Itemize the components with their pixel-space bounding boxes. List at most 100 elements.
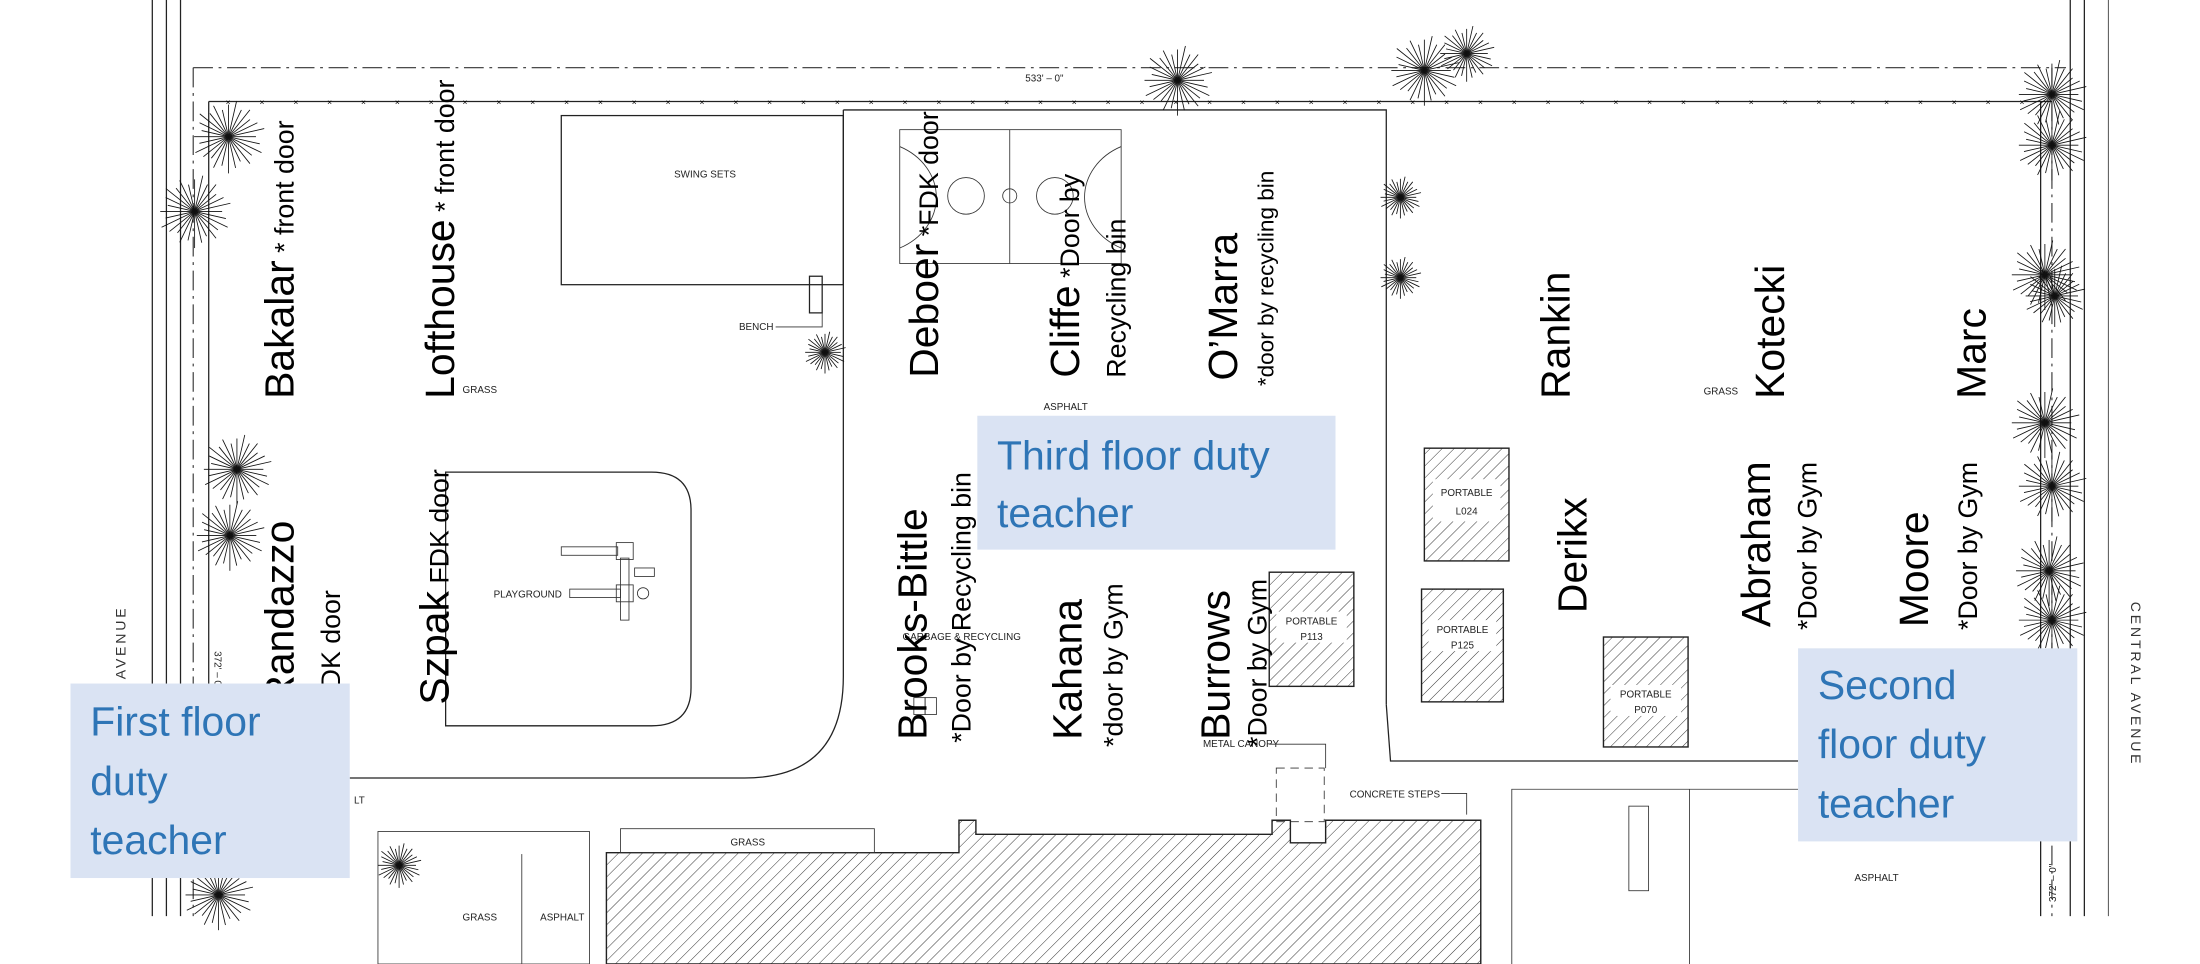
portable-label: PORTABLE bbox=[1437, 625, 1489, 636]
fence-post-mark: × bbox=[1816, 97, 1821, 107]
fence-post-mark: × bbox=[733, 97, 738, 107]
portable-label: PORTABLE bbox=[1441, 488, 1493, 499]
fence-post-mark: × bbox=[361, 97, 366, 107]
teacher-abraham: Abraham bbox=[1733, 461, 1779, 627]
tree-icon bbox=[1380, 176, 1422, 219]
callout-line: duty bbox=[90, 758, 168, 804]
label-asphalt-3: ASPHALT bbox=[1854, 873, 1898, 884]
fence-post-mark: × bbox=[970, 97, 975, 107]
asphalt-boundary bbox=[843, 109, 1387, 705]
tree-icon bbox=[2018, 110, 2087, 181]
tree-icon bbox=[2011, 388, 2080, 459]
fence-post-mark: × bbox=[936, 97, 941, 107]
label-grass-2: GRASS bbox=[731, 838, 766, 849]
fence-post-mark: × bbox=[226, 97, 231, 107]
teacher-randazzo: Randazzo bbox=[256, 521, 302, 705]
fence-post-mark: × bbox=[666, 97, 671, 107]
teacher-cliffe-note: Recycling bin bbox=[1101, 219, 1131, 378]
tree-icon bbox=[194, 100, 265, 174]
portable-id: P070 bbox=[1634, 705, 1658, 716]
fence-post-mark: × bbox=[1986, 97, 1991, 107]
portable-id: P125 bbox=[1451, 640, 1475, 651]
fence-post-mark: × bbox=[429, 97, 434, 107]
play-structure bbox=[560, 542, 655, 621]
portable-p070: PORTABLE P070 bbox=[1602, 636, 1689, 748]
tree-icon bbox=[2018, 59, 2087, 130]
tree-icon bbox=[2018, 451, 2087, 522]
fence-post-mark: × bbox=[2019, 97, 2024, 107]
tree-icon bbox=[1391, 36, 1459, 106]
teacher-brooks-bittle: Brooks-Bittle bbox=[890, 508, 936, 740]
teacher-derikx: Derikx bbox=[1550, 497, 1596, 613]
fence-post-mark: × bbox=[1004, 97, 1009, 107]
fence-post-mark: × bbox=[1275, 97, 1280, 107]
dimension-top: 533' – 0" bbox=[1025, 74, 1064, 85]
portable-l024: PORTABLE L024 bbox=[1423, 447, 1510, 562]
fence-post-mark: × bbox=[1343, 97, 1348, 107]
fence-post-mark: × bbox=[1309, 97, 1314, 107]
fence-post-mark: × bbox=[1207, 97, 1212, 107]
trees bbox=[160, 25, 2087, 931]
fence-post-mark: × bbox=[1613, 97, 1618, 107]
tree-icon bbox=[203, 434, 272, 505]
school-building: GRASS GRASS ASPHALT ASPHALT bbox=[377, 788, 1899, 964]
fence-post-mark: × bbox=[1444, 97, 1449, 107]
tree-icon bbox=[196, 501, 265, 571]
garbage-bins bbox=[913, 697, 937, 715]
callout-line: Third floor duty bbox=[997, 432, 1270, 478]
fence-post-mark: × bbox=[1546, 97, 1551, 107]
fence-post-mark: × bbox=[1783, 97, 1788, 107]
fence-post-mark: × bbox=[903, 97, 908, 107]
label-grass-1: GRASS bbox=[463, 385, 498, 396]
fence-post-mark: × bbox=[801, 97, 806, 107]
tree-icon bbox=[160, 175, 231, 249]
east-grass-boundary bbox=[1385, 704, 1799, 762]
fence-post-mark: × bbox=[1376, 97, 1381, 107]
fence-post-mark: × bbox=[1715, 97, 1720, 107]
label-concrete-steps: CONCRETE STEPS bbox=[1350, 790, 1441, 801]
callout-line: teacher bbox=[1818, 780, 1954, 826]
teacher-lofthouse: Lofthouse * front door bbox=[417, 79, 463, 398]
tree-icon bbox=[1440, 25, 1495, 82]
fence-post-mark: × bbox=[1647, 97, 1652, 107]
tree-icon bbox=[377, 843, 422, 888]
tree-icon bbox=[2011, 240, 2080, 311]
fence-post-mark: × bbox=[327, 97, 332, 107]
fence-post-mark: × bbox=[530, 97, 535, 107]
teacher-deboer: Deboer *FDK door bbox=[901, 111, 947, 377]
fence-post-mark: × bbox=[767, 97, 772, 107]
callout-line: teacher bbox=[997, 490, 1133, 536]
tree-icon bbox=[2016, 536, 2084, 607]
teacher-omarra: O’Marra bbox=[1200, 233, 1246, 381]
teacher-burrows-note: *Door by Gym bbox=[1242, 579, 1272, 747]
dimension-left: 372' – 0" bbox=[211, 651, 222, 690]
portable-id: L024 bbox=[1456, 506, 1478, 517]
fence-line: ××××××××××××××××××××××××××××××××××××××××… bbox=[208, 97, 2052, 917]
fence-post-mark: × bbox=[395, 97, 400, 107]
grass-area-boundary bbox=[349, 109, 844, 779]
label-grass-4: GRASS bbox=[1704, 387, 1739, 398]
fence-post-mark: × bbox=[1072, 97, 1077, 107]
tree-icon bbox=[1144, 45, 1213, 116]
fence-post-mark: × bbox=[293, 97, 298, 107]
teacher-kotecki: Kotecki bbox=[1747, 265, 1793, 399]
teacher-omarra-note: *door by recycling bin bbox=[1253, 171, 1278, 386]
fence-post-mark: × bbox=[1241, 97, 1246, 107]
fence-post-mark: × bbox=[1038, 97, 1043, 107]
fence-post-mark: × bbox=[1884, 97, 1889, 107]
fence-post-mark: × bbox=[1850, 97, 1855, 107]
teacher-marc: Marc bbox=[1949, 308, 1995, 399]
teacher-rankin: Rankin bbox=[1533, 272, 1579, 399]
fence-post-mark: × bbox=[1681, 97, 1686, 107]
teacher-cliffe: Cliffe *Door by bbox=[1042, 173, 1088, 378]
teacher-kahana: Kahana bbox=[1045, 599, 1091, 740]
fence-post-mark: × bbox=[835, 97, 840, 107]
basketball-court bbox=[899, 129, 1122, 264]
street-name-right: CENTRAL AVENUE bbox=[2128, 602, 2144, 767]
fence-post-mark: × bbox=[564, 97, 569, 107]
fence-post-mark: × bbox=[1410, 97, 1415, 107]
fence-post-mark: × bbox=[496, 97, 501, 107]
callout-second-floor: Second floor duty teacher bbox=[1798, 648, 2078, 842]
